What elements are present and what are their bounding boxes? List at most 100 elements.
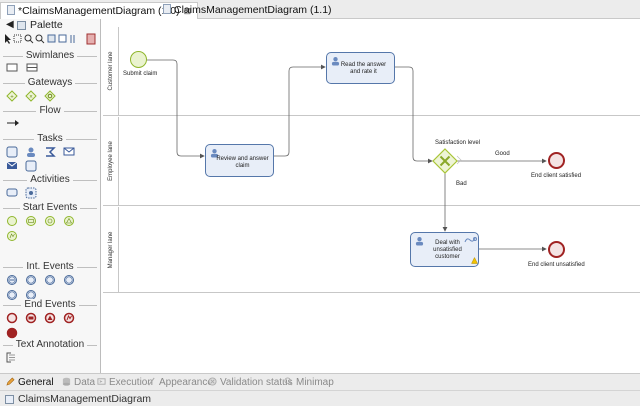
tab-data[interactable]: Data (62, 377, 95, 388)
end-event-icon (6, 312, 18, 324)
tab-label: Execution (109, 377, 153, 388)
tab-appearance[interactable]: Appearance (147, 377, 213, 388)
tab-label: Appearance (159, 377, 213, 388)
close-tab-icon[interactable]: ⊠ (183, 6, 192, 16)
tab-validation-status[interactable]: Validation status (208, 377, 293, 388)
tab-general[interactable]: General (6, 377, 54, 388)
tab-minimap[interactable]: Minimap (284, 377, 334, 388)
intermediate-event-tools[interactable] (6, 274, 86, 306)
text-annotation-tool[interactable] (6, 352, 20, 364)
section-title: Flow (36, 105, 64, 116)
svg-text:+: + (10, 95, 14, 101)
connector-icon (464, 237, 477, 243)
pool-icon (6, 63, 18, 72)
tab-label: Data (74, 377, 96, 388)
editor-tab-bar: *ClaimsManagementDiagram (1.0)⊠ ClaimsMa… (0, 0, 640, 19)
section-start-events[interactable]: Start Events (0, 202, 100, 214)
marquee-tool-icon (13, 34, 22, 43)
tab-label: General (18, 377, 54, 388)
timer-start-event-icon (45, 216, 55, 226)
task-label: Review and answer claim (216, 156, 269, 169)
palette-header[interactable]: ◀ Palette (0, 19, 100, 32)
section-text-annotation[interactable]: Text Annotation (0, 339, 100, 351)
end-event-satisfied[interactable] (548, 152, 565, 169)
tab-label: ClaimsManagementDiagram (1.1) (174, 4, 332, 16)
section-flow[interactable]: Flow (0, 105, 100, 117)
task-label: Read the answer and rate it (340, 62, 387, 75)
section-title: Int. Events (23, 261, 77, 272)
flow-read-to-gateway (395, 66, 433, 164)
lane-header[interactable]: Customer lane (103, 27, 119, 115)
activity-tools[interactable] (6, 187, 46, 199)
data-icon (62, 377, 71, 386)
event-label: Submit claim (123, 71, 158, 77)
event-label: End client unsatisfied (528, 262, 585, 268)
palette-tools-icons[interactable] (2, 33, 98, 47)
gateway-tools[interactable]: + × (6, 90, 66, 102)
section-tasks[interactable]: Tasks (0, 133, 100, 145)
select-tool-icon (5, 34, 11, 44)
xor-gateway-icon (6, 90, 18, 102)
lane-customer[interactable]: Customer lane (103, 27, 640, 116)
start-event-tools[interactable] (6, 215, 86, 243)
error-end-event-icon (63, 312, 75, 324)
terminate-end-event-icon (6, 327, 18, 339)
human-task-icon (210, 149, 219, 158)
tab-label: *ClaimsManagementDiagram (1.0) (18, 5, 180, 17)
properties-title: ClaimsManagementDiagram (18, 393, 152, 405)
human-task-icon (331, 57, 340, 66)
flow-review-to-read (273, 64, 326, 157)
tab-claims-diagram-1-1[interactable]: ClaimsManagementDiagram (1.1) (157, 2, 338, 19)
palette-toolbar (2, 33, 98, 47)
tab-execution[interactable]: Execution (97, 377, 153, 388)
section-activities[interactable]: Activities (0, 174, 100, 186)
lane-employee[interactable]: Employee lane (103, 117, 640, 206)
diagram-file-icon (163, 4, 171, 14)
lane-manager[interactable]: Manager lane (103, 207, 640, 293)
gateway-marker-icon (456, 155, 462, 165)
properties-title-bar: ClaimsManagementDiagram (0, 390, 640, 406)
section-int-events[interactable]: Int. Events (0, 261, 100, 273)
tab-label: Validation status (220, 377, 293, 388)
validation-icon (208, 377, 217, 386)
task-read-answer[interactable]: Read the answer and rate it (326, 52, 395, 84)
collapse-arrow-icon[interactable]: ◀ (6, 19, 14, 30)
diagram-canvas[interactable]: Customer lane Employee lane Manager lane… (101, 19, 640, 373)
task-tools[interactable] (6, 146, 86, 174)
error-start-event-icon (7, 231, 17, 241)
align-tool-icon (58, 34, 67, 43)
diagram-file-icon (7, 5, 15, 15)
execution-icon (97, 378, 106, 385)
end-event-tools[interactable] (6, 312, 86, 340)
diagram-file-icon (5, 395, 14, 404)
swimlane-tools[interactable] (6, 63, 46, 73)
delete-tool-icon (86, 33, 96, 45)
lane-header[interactable]: Employee lane (103, 117, 119, 205)
properties-tab-bar: General Data Execution Appearance Valida… (0, 373, 640, 390)
task-review-claim[interactable]: Review and answer claim (205, 144, 274, 177)
warning-icon (471, 257, 478, 264)
section-title: Tasks (34, 133, 66, 144)
section-gateways[interactable]: Gateways (0, 77, 100, 89)
flow-tools[interactable] (6, 118, 26, 128)
start-event-icon (7, 216, 17, 226)
task-deal-unsatisfied[interactable]: Deal with unsatisfied customer (410, 232, 479, 267)
svg-text:×: × (29, 95, 33, 101)
lane-header[interactable]: Manager lane (103, 207, 119, 292)
event-label: End client satisfied (531, 173, 582, 179)
text-annotation-icon (6, 352, 11, 363)
end-event-unsatisfied[interactable] (548, 241, 565, 258)
section-end-events[interactable]: End Events (0, 299, 100, 311)
and-gateway-icon (25, 90, 37, 102)
sequence-flows[interactable] (101, 19, 640, 373)
section-title: Activities (27, 174, 73, 185)
tab-claims-diagram-1-0[interactable]: *ClaimsManagementDiagram (1.0)⊠ (0, 2, 199, 19)
tab-label: Minimap (296, 377, 334, 388)
exclusive-gateway[interactable] (432, 148, 458, 174)
zoom-in-icon (24, 34, 32, 42)
section-swimlanes[interactable]: Swimlanes (0, 50, 100, 62)
abstract-task-icon (25, 160, 37, 172)
palette-icon (17, 21, 26, 30)
script-task-icon (46, 147, 56, 157)
start-event-submit-claim[interactable] (130, 51, 147, 68)
